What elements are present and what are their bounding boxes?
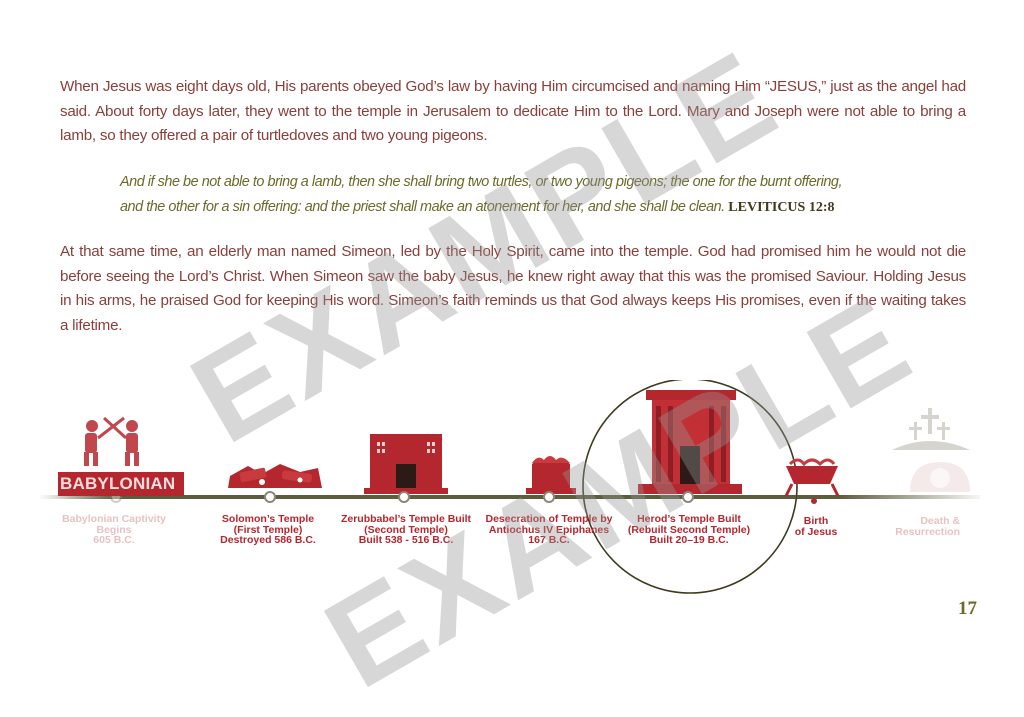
scripture-quote: And if she be not able to bring a lamb, … [120,170,920,220]
quote-reference: LEVITICUS 12:8 [728,199,835,215]
page-number: 17 [958,598,977,619]
timeline-graphic [0,380,980,594]
event-label-birth-of-jesus: Birth of Jesus [794,515,838,538]
timeline-line [40,495,980,499]
event-label-death-resurrection: Death & Resurrection [895,516,960,537]
simeon-paragraph: At that same time, an elderly man named … [60,243,966,334]
zerubbabel-temple-icon [364,434,448,494]
temple-timeline: BABYLONIAN Babylonian Captivity Begins 6… [0,380,1024,610]
quote-line-1: And if she be not able to bring a lamb, … [120,174,843,190]
marker-3 [398,491,410,503]
highlight-circle [582,380,798,594]
timeline-markers [110,491,817,504]
event-label-babylonian-captivity: Babylonian Captivity Begins 605 B.C. [62,513,166,546]
marker-4 [543,491,555,503]
manger-icon [784,458,840,497]
battle-figures-icon [84,416,139,466]
marker-5 [682,491,694,503]
marker-2 [264,491,276,503]
altar-icon [526,456,576,494]
event-label-desecration: Desecration of Temple by Antiochus IV Ep… [485,513,613,546]
rubble-icon [228,464,322,488]
intro-paragraph: When Jesus was eight days old, His paren… [60,78,966,144]
marker-6 [811,498,817,504]
quote-line-2: and the other for a sin offering: and th… [120,195,920,221]
event-label-solomons-temple: Solomon’s Temple (First Temple) Destroye… [220,513,316,546]
babylonian-banner: BABYLONIAN [58,472,184,496]
herod-temple-icon [638,390,742,494]
event-label-herods-temple: Herod’s Temple Built (Rebuilt Second Tem… [627,513,751,546]
crosses-tomb-icon [892,408,970,492]
quote-line-2-text: and the other for a sin offering: and th… [120,198,725,215]
event-label-zerubbabels-temple: Zerubbabel’s Temple Built (Second Temple… [340,513,472,546]
